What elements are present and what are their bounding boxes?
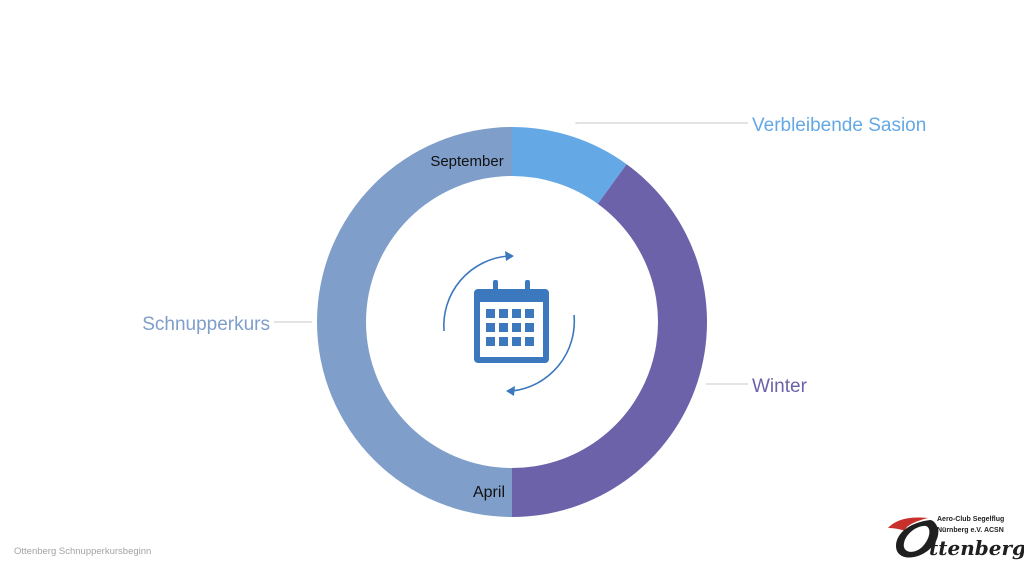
logo <box>888 517 939 558</box>
calendar-day-cell <box>525 323 534 332</box>
calendar-day-cell <box>499 337 508 346</box>
label-winter: Winter <box>752 376 808 397</box>
label-schnupperkurs: Schnupperkurs <box>142 314 270 335</box>
segment-verbleibende-sasion <box>512 127 627 204</box>
calendar-day-cell <box>512 323 521 332</box>
leader-lines <box>274 122 748 385</box>
logo-o-letter <box>896 520 939 558</box>
calendar-day-cell <box>525 337 534 346</box>
calendar-icon <box>474 280 549 363</box>
logo-swoosh <box>888 517 928 531</box>
marker-september: September <box>430 153 503 170</box>
calendar-cycle-icon <box>443 251 576 396</box>
logo-wordmark: ttenberg <box>929 536 1024 560</box>
logo-text-line1: Aero-Club Segelflug <box>937 516 1005 523</box>
calendar-day-cell <box>499 309 508 318</box>
arrow-head-bottom-icon <box>506 386 515 396</box>
calendar-day-cell <box>486 323 495 332</box>
calendar-day-cell <box>512 309 521 318</box>
calendar-day-cell <box>512 337 521 346</box>
segment-schnupperkurs <box>317 127 512 517</box>
calendar-day-cell <box>499 323 508 332</box>
label-verbleibende-sasion: Verbleibende Sasion <box>752 115 926 136</box>
marker-april: April <box>473 484 505 501</box>
segment-winter <box>512 164 707 517</box>
calendar-day-cell <box>486 337 495 346</box>
donut-chart <box>317 127 707 517</box>
calendar-day-cell <box>525 309 534 318</box>
footer-caption: Ottenberg Schnupperkursbeginn <box>14 546 152 557</box>
logo-text-line2: Nürnberg e.V. ACSN <box>937 527 1004 534</box>
arrow-head-top-icon <box>505 251 514 261</box>
leader-line-verbleibende-sasion <box>575 122 748 124</box>
calendar-day-cell <box>486 309 495 318</box>
cycle-arrows-icon <box>443 255 576 392</box>
